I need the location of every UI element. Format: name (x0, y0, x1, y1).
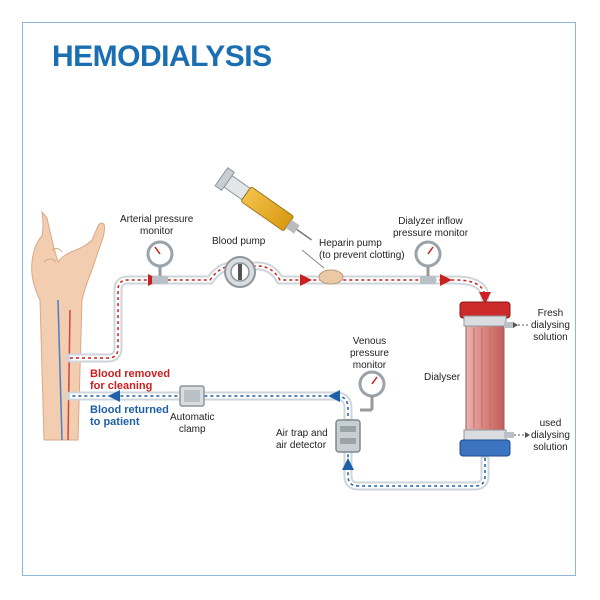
label-line: Fresh (537, 308, 564, 319)
blood-pump (224, 256, 256, 288)
label-line: solution (533, 332, 568, 343)
diagram-frame (22, 22, 576, 576)
label-line: solution (533, 442, 568, 453)
heparin-syringe (214, 167, 344, 285)
label-line: Venous (352, 336, 387, 347)
label-dialyzer-inflow-monitor: Dialyzer inflow pressure monitor (393, 216, 468, 240)
arterial-pressure-gauge (146, 240, 174, 284)
label-line: dialysing (531, 430, 570, 441)
label-line: dialysing (531, 320, 570, 331)
label-venous-pressure-monitor: Venous pressure monitor (350, 336, 389, 372)
label-line: Heparin pump (319, 238, 382, 249)
label-line: Arterial pressure (120, 214, 194, 225)
label-line: Automatic (170, 412, 215, 423)
label-line: air detector (276, 440, 327, 451)
label-blood-returned: Blood returned to patient (90, 404, 169, 428)
air-trap-detector (335, 419, 361, 453)
label-blood-pump: Blood pump (212, 236, 266, 247)
label-line: monitor (352, 360, 387, 371)
automatic-clamp (179, 385, 205, 407)
venous-pressure-gauge (358, 370, 386, 412)
label-line: used (539, 418, 562, 429)
label-automatic-clamp: Automatic clamp (170, 412, 214, 436)
label-line: to patient (90, 416, 140, 428)
label-used-dialysing-solution: used dialysing solution (531, 418, 570, 454)
label-line: clamp (178, 424, 206, 435)
label-blood-removed: Blood removed for cleaning (90, 368, 170, 392)
label-line: for cleaning (90, 380, 153, 392)
label-line: pressure monitor (393, 228, 469, 239)
label-heparin-pump: Heparin pump (to prevent clotting) (319, 238, 405, 262)
venous-line (65, 390, 490, 491)
label-line: Dialyzer inflow (398, 216, 463, 227)
label-air-trap: Air trap and air detector (276, 428, 328, 452)
label-line: monitor (140, 226, 174, 237)
patient-arm (31, 210, 105, 441)
dialyzer-inflow-gauge (414, 240, 442, 284)
label-line: Blood removed (90, 368, 171, 380)
label-line: pressure (350, 348, 389, 359)
label-fresh-dialysing-solution: Fresh dialysing solution (531, 308, 570, 344)
label-arterial-pressure-monitor: Arterial pressure monitor (120, 214, 193, 238)
label-line: Blood returned (90, 404, 169, 416)
label-line: Air trap and (276, 428, 328, 439)
label-dialyser: Dialyser (424, 372, 461, 383)
label-line: (to prevent clotting) (319, 250, 405, 261)
page-title: HEMODIALYSIS (52, 40, 272, 73)
dialyser (459, 301, 530, 457)
